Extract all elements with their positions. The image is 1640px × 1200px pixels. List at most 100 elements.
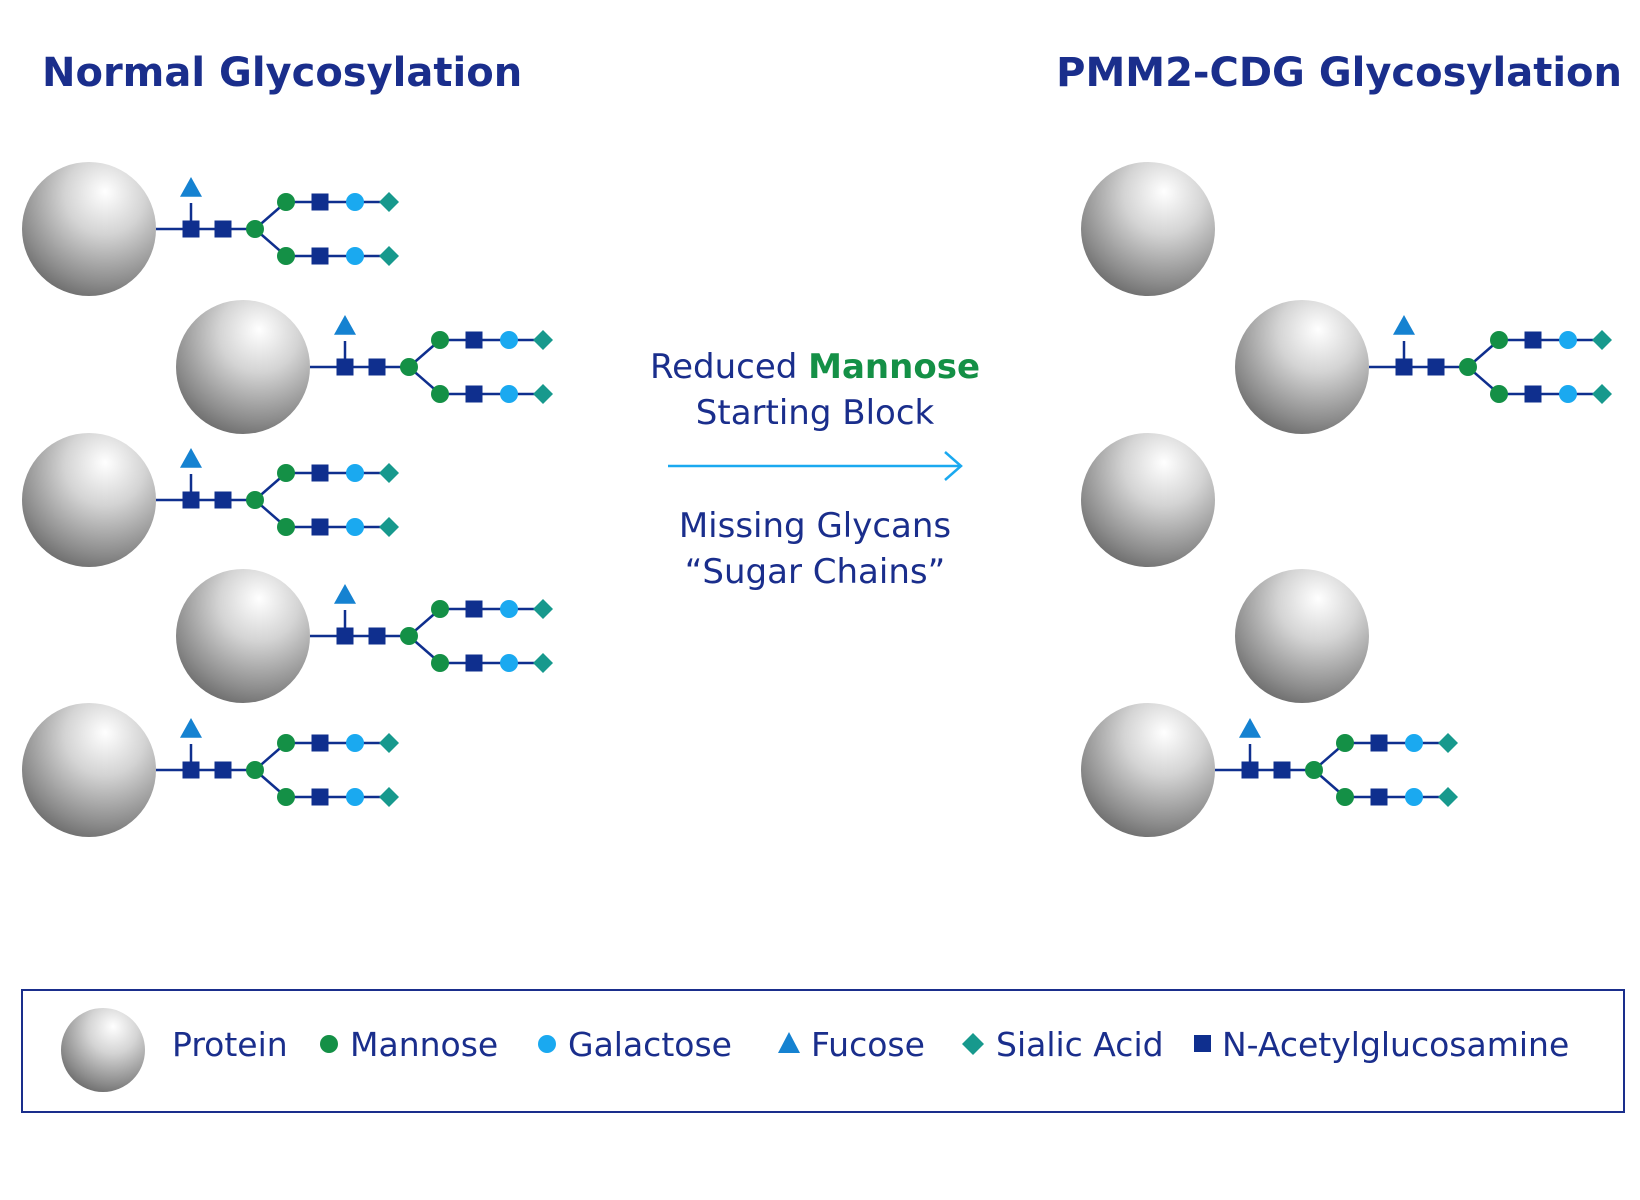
sialic-acid-diamond-icon	[533, 599, 553, 619]
glycoprotein-row-3	[22, 433, 399, 567]
sialic-acid-diamond-icon	[1438, 733, 1458, 753]
protein-sphere	[176, 569, 310, 703]
protein-sphere	[22, 162, 156, 296]
fucose-triangle-icon	[180, 448, 202, 468]
glcnac-square-icon	[1241, 761, 1259, 779]
fucose-triangle-icon	[180, 177, 202, 197]
glcnac-square-icon	[1427, 358, 1445, 376]
protein-sphere	[1081, 433, 1215, 567]
mannose-dot-icon	[1490, 331, 1508, 349]
process-arrow	[668, 451, 963, 481]
glycoprotein-row-3	[1081, 433, 1215, 567]
glcnac-square-icon	[1273, 761, 1291, 779]
galactose-dot-icon	[346, 247, 364, 265]
galactose-dot-icon	[346, 788, 364, 806]
glcnac-square-icon	[182, 220, 200, 238]
sialic-acid-diamond-icon	[379, 246, 399, 266]
galactose-dot-icon	[500, 654, 518, 672]
sialic-acid-diamond-icon	[379, 733, 399, 753]
mannose-dot-icon	[246, 761, 264, 779]
glcnac-square-icon	[368, 627, 386, 645]
sialic-acid-diamond-icon	[1592, 384, 1612, 404]
mannose-emphasis: Mannose	[808, 347, 980, 387]
galactose-dot-icon	[346, 193, 364, 211]
protein-sphere	[1235, 569, 1369, 703]
glcnac-square-icon	[214, 761, 232, 779]
legend-mannose-icon	[320, 1035, 338, 1053]
mannose-dot-icon	[1490, 385, 1508, 403]
protein-sphere	[1235, 300, 1369, 434]
glcnac-square-icon	[465, 600, 483, 618]
glcnac-square-icon	[1524, 331, 1542, 349]
galactose-dot-icon	[500, 600, 518, 618]
reduced-prefix: Reduced	[650, 347, 809, 387]
fucose-triangle-icon	[1393, 315, 1415, 335]
sialic-acid-diamond-icon	[533, 330, 553, 350]
legend-box	[21, 989, 1625, 1113]
galactose-dot-icon	[1559, 385, 1577, 403]
galactose-dot-icon	[1559, 331, 1577, 349]
fucose-triangle-icon	[1239, 718, 1261, 738]
protein-sphere	[1081, 162, 1215, 296]
sugar-chains-text: “Sugar Chains”	[684, 552, 946, 592]
legend-icons	[61, 1008, 1211, 1092]
cdg-glycosylation-title: PMM2-CDG Glycosylation	[1056, 50, 1622, 96]
glycoprotein-row-5	[1081, 703, 1458, 837]
glycoprotein-row-4	[1235, 569, 1369, 703]
mannose-dot-icon	[431, 331, 449, 349]
legend-galactose-label: Galactose	[568, 1025, 732, 1064]
glcnac-square-icon	[311, 788, 329, 806]
legend-fucose-label: Fucose	[811, 1025, 925, 1064]
glcnac-square-icon	[214, 491, 232, 509]
mannose-dot-icon	[400, 358, 418, 376]
protein-sphere	[1081, 703, 1215, 837]
glcnac-square-icon	[1524, 385, 1542, 403]
glcnac-square-icon	[311, 247, 329, 265]
glcnac-square-icon	[182, 491, 200, 509]
sialic-acid-diamond-icon	[533, 653, 553, 673]
legend-protein-icon	[61, 1008, 145, 1092]
fucose-triangle-icon	[180, 718, 202, 738]
mannose-dot-icon	[277, 518, 295, 536]
galactose-dot-icon	[500, 331, 518, 349]
protein-sphere	[22, 433, 156, 567]
mannose-dot-icon	[400, 627, 418, 645]
glcnac-square-icon	[1370, 734, 1388, 752]
legend-fucose-icon	[778, 1032, 800, 1053]
glcnac-square-icon	[336, 627, 354, 645]
mannose-dot-icon	[277, 464, 295, 482]
galactose-dot-icon	[346, 518, 364, 536]
glycoprotein-row-5	[22, 703, 399, 837]
glcnac-square-icon	[311, 193, 329, 211]
mannose-dot-icon	[246, 220, 264, 238]
missing-glycans-text: Missing Glycans	[678, 506, 952, 546]
mannose-dot-icon	[277, 734, 295, 752]
fucose-triangle-icon	[334, 584, 356, 604]
protein-sphere	[22, 703, 156, 837]
glcnac-square-icon	[1395, 358, 1413, 376]
glcnac-square-icon	[182, 761, 200, 779]
legend-sialic-acid-label: Sialic Acid	[996, 1025, 1164, 1064]
glycoprotein-row-2	[1235, 300, 1612, 434]
legend-protein-label: Protein	[172, 1025, 288, 1064]
mannose-dot-icon	[431, 600, 449, 618]
mannose-dot-icon	[277, 193, 295, 211]
glycoprotein-row-2	[176, 300, 553, 434]
sialic-acid-diamond-icon	[379, 787, 399, 807]
sialic-acid-diamond-icon	[379, 192, 399, 212]
mannose-dot-icon	[431, 654, 449, 672]
galactose-dot-icon	[346, 734, 364, 752]
glcnac-square-icon	[465, 385, 483, 403]
glcnac-square-icon	[1370, 788, 1388, 806]
mannose-dot-icon	[1305, 761, 1323, 779]
mannose-dot-icon	[431, 385, 449, 403]
mannose-dot-icon	[1336, 734, 1354, 752]
glcnac-square-icon	[311, 734, 329, 752]
glcnac-square-icon	[311, 464, 329, 482]
mannose-dot-icon	[1459, 358, 1477, 376]
glcnac-square-icon	[465, 331, 483, 349]
legend-mannose-label: Mannose	[350, 1025, 499, 1064]
galactose-dot-icon	[1405, 788, 1423, 806]
mannose-dot-icon	[246, 491, 264, 509]
